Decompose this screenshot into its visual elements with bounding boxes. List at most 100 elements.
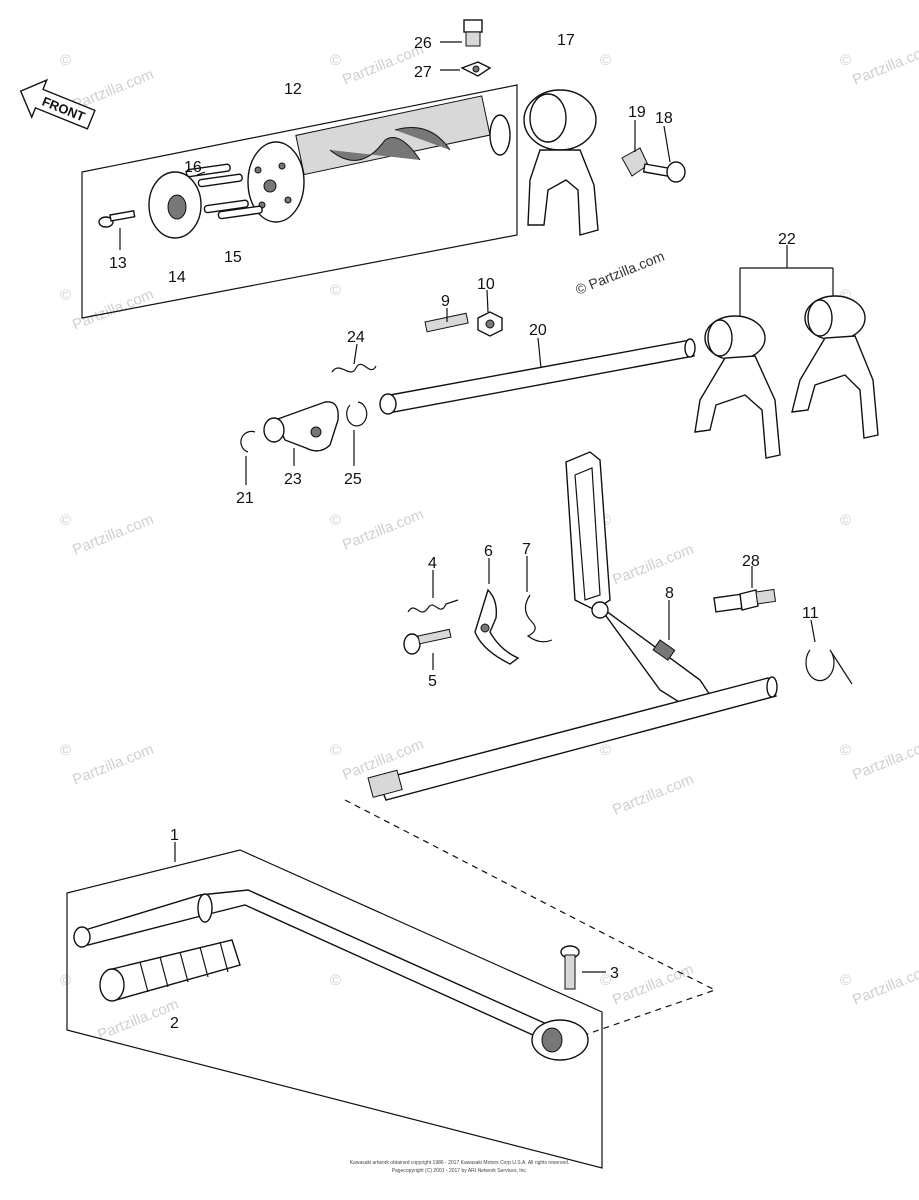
callout-13: 13 (109, 255, 127, 272)
lever-hole (310, 426, 322, 438)
bolt-3 (560, 945, 580, 990)
front-arrow-icon (19, 78, 96, 130)
fork-arms (527, 149, 599, 236)
plate-hole (167, 194, 187, 220)
watermark: © (840, 972, 851, 989)
plate-6 (474, 588, 520, 665)
screw-13 (98, 210, 136, 228)
pin (185, 163, 231, 178)
leader (537, 337, 542, 369)
washer-hole (472, 65, 480, 73)
shaft-arm (565, 451, 611, 611)
watermark: Partzilla.com (850, 41, 919, 89)
screw-head (98, 216, 114, 228)
callout-15: 15 (224, 249, 242, 266)
callout-17: 17 (557, 32, 575, 49)
spring-24 (331, 363, 377, 373)
watermark: © (600, 742, 611, 759)
watermark: © (60, 742, 71, 759)
fork-arms (791, 335, 879, 439)
spring-11 (805, 649, 853, 685)
spring-4 (407, 599, 459, 613)
watermark: © (330, 742, 341, 759)
shift-drum (247, 95, 511, 223)
shaft-body (389, 339, 695, 413)
callout-25: 25 (344, 471, 362, 488)
bolt-thread (465, 31, 481, 47)
watermark: © (600, 972, 611, 989)
drum-hole (263, 179, 277, 193)
watermark: © (600, 52, 611, 69)
shift-drum-panel (81, 84, 518, 319)
shift-pedal (73, 889, 589, 1061)
pedal-collar (197, 893, 213, 923)
pedal-rubber-2 (99, 939, 241, 1002)
shift-fork-22a (694, 315, 781, 459)
rubber-rib (159, 956, 169, 988)
shift-fork-17 (523, 89, 599, 236)
pins (185, 163, 263, 220)
leader (196, 171, 206, 176)
callout-8: 8 (665, 585, 674, 602)
callout-21: 21 (236, 490, 254, 507)
shaft-20 (379, 338, 696, 415)
watermark: © (330, 282, 341, 299)
callout-5: 5 (428, 673, 437, 690)
rubber-body (107, 939, 241, 1001)
callout-12: 12 (284, 81, 302, 98)
shift-fork-22b (791, 295, 879, 439)
plate-hole (480, 623, 490, 633)
watermark: © (330, 512, 341, 529)
drum-body (295, 95, 491, 176)
shaft-rod (377, 677, 777, 801)
watermark: Partzilla.com (70, 286, 156, 334)
watermark: Partzilla.com (610, 961, 696, 1009)
callout-16: 16 (184, 159, 202, 176)
callout-11: 11 (802, 605, 819, 622)
lever-23 (263, 401, 339, 452)
footer-page-copyright: Pagecopyright (C) 2001 - 2017 by ARI Net… (391, 1168, 528, 1174)
shaft-end (379, 393, 397, 415)
watermark: Partzilla.com (610, 771, 696, 819)
watermark: © (330, 52, 341, 69)
bolt-head (666, 161, 686, 183)
drum-pin-hole (278, 162, 286, 170)
rubber-rib (219, 941, 229, 973)
watermark: © (330, 972, 341, 989)
watermark: © (840, 742, 851, 759)
shaft-arm-slot (574, 467, 601, 601)
callout-24: 24 (347, 329, 365, 346)
footer-copyright: Kawasaki artwork obtained copyright 1986… (349, 1160, 570, 1166)
shaft-spline (367, 769, 403, 798)
bolt-shank (564, 954, 576, 990)
callout-1: 1 (170, 827, 179, 844)
bolt-18 (642, 161, 686, 183)
bolt-26 (463, 19, 483, 47)
watermark: Partzilla.com (610, 541, 696, 589)
rubber-rib (199, 946, 209, 978)
pin-9 (424, 312, 469, 333)
plate-14 (148, 171, 202, 239)
watermark: Partzilla.com (95, 996, 181, 1044)
watermark: © (600, 512, 611, 529)
rubber-rib (179, 951, 189, 983)
shaft-slot (652, 639, 676, 661)
callout-14: 14 (168, 269, 186, 286)
bolt-shank (417, 628, 452, 645)
callout-9: 9 (441, 293, 450, 310)
fork-bore (707, 319, 733, 357)
watermark: © (60, 512, 71, 529)
callout-7: 7 (522, 541, 531, 558)
rubber-rib (139, 961, 149, 993)
leader (663, 125, 671, 163)
fork-bore (807, 299, 833, 337)
drum-pin-hole (284, 196, 292, 204)
bolt-head (403, 633, 421, 655)
callout-22: 22 (778, 231, 796, 248)
bolt-thread (755, 588, 777, 605)
callout-4: 4 (428, 555, 437, 572)
leader (810, 619, 816, 643)
callout-19: 19 (628, 104, 646, 121)
lever-plate (274, 401, 339, 452)
